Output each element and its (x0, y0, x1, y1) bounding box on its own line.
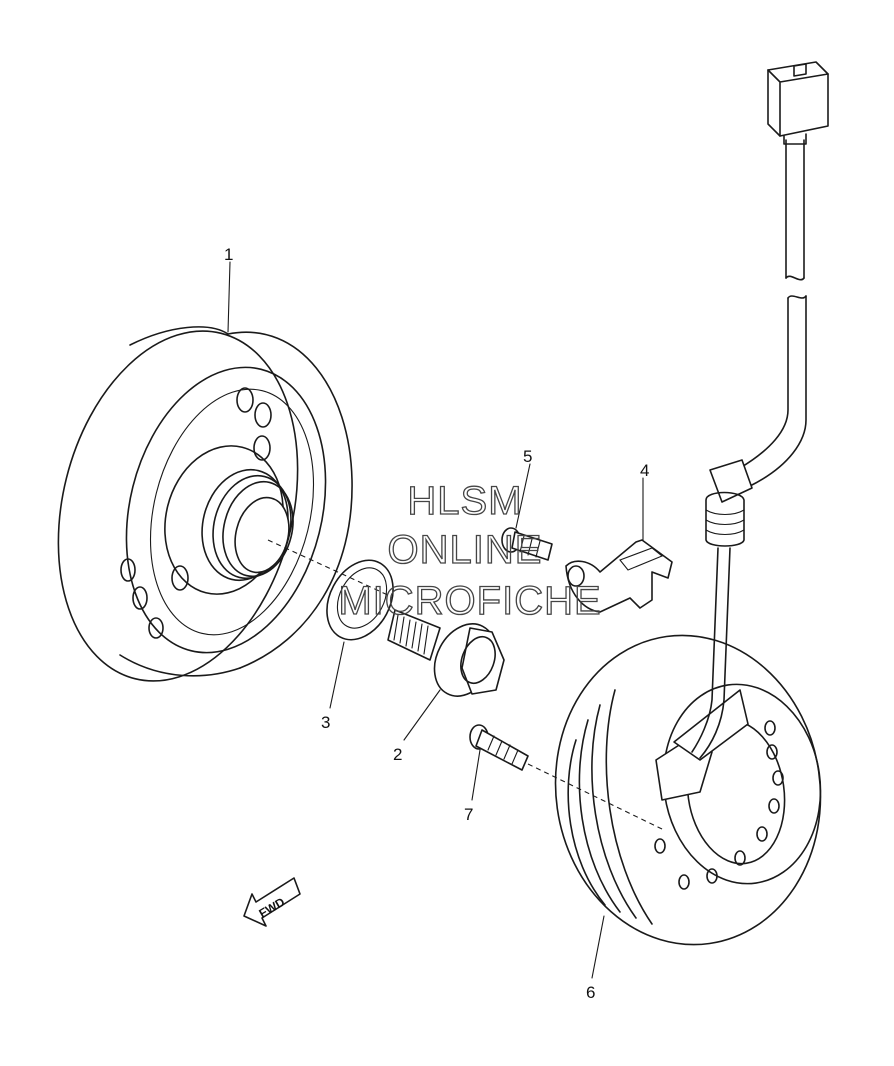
stator-assembly[interactable] (536, 618, 841, 962)
wire-harness[interactable] (691, 139, 807, 759)
leader-lines (227, 261, 665, 979)
callout-1: 1 (224, 245, 233, 264)
watermark-line-1: HLSM (407, 479, 522, 523)
stator-screw[interactable] (469, 724, 529, 771)
watermark-line-3: MICROFICHE (338, 579, 601, 623)
flange-bolt[interactable] (387, 609, 508, 707)
callout-4: 4 (640, 461, 649, 480)
callout-7: 7 (464, 805, 473, 824)
callout-3: 3 (321, 713, 330, 732)
callout-6: 6 (586, 983, 595, 1002)
wire-clamp-bracket[interactable] (565, 539, 673, 613)
watermark: HLSM ONLINE MICROFICHE (338, 478, 602, 623)
callout-5: 5 (523, 447, 532, 466)
wire-connector[interactable] (767, 61, 829, 145)
fwd-arrow-icon: FWD (243, 877, 301, 927)
callout-2: 2 (393, 745, 402, 764)
screw-small[interactable] (501, 527, 553, 561)
flywheel-rotor[interactable] (23, 305, 354, 706)
washer[interactable] (314, 549, 406, 651)
watermark-line-2: ONLINE (388, 528, 543, 572)
